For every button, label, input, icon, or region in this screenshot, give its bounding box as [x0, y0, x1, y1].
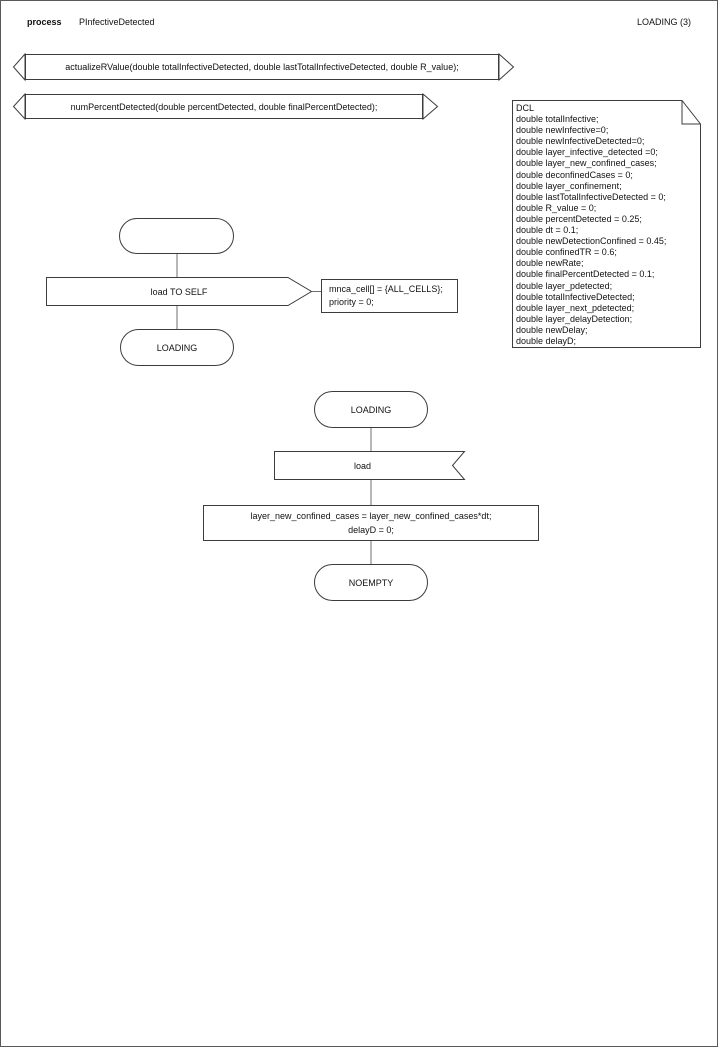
process-name: PInfectiveDetected [79, 17, 155, 27]
page-name-label: LOADING (3) [636, 17, 691, 27]
procedure-label: numPercentDetected(double percentDetecte… [70, 101, 378, 112]
task-text: layer_new_confined_cases = layer_new_con… [250, 511, 492, 535]
folded-corner [681, 100, 701, 125]
state-symbol-loading-2[interactable]: LOADING [314, 391, 428, 428]
procedure-label: actualizeRValue(double totalInfectiveDet… [65, 62, 459, 72]
start-symbol[interactable] [119, 218, 234, 254]
state-shape [314, 564, 428, 601]
input-symbol-load[interactable]: load [274, 451, 466, 480]
comment-text: mnca_cell[] = {ALL_CELLS}; priority = 0; [329, 284, 443, 307]
comment-box[interactable]: mnca_cell[] = {ALL_CELLS}; priority = 0; [321, 279, 458, 313]
state-label: LOADING [156, 342, 198, 353]
procedure-shape [12, 52, 515, 82]
output-label: load TO SELF [150, 286, 208, 297]
dcl-declarations-text: DCL double totalInfective; double newInf… [516, 103, 667, 346]
text-symbol-shape [512, 100, 701, 348]
start-shape [119, 218, 234, 254]
procedure-shape [12, 92, 439, 121]
state-symbol-loading[interactable]: LOADING [120, 329, 234, 366]
dcl-text-symbol[interactable]: DCL double totalInfective; double newInf… [512, 100, 701, 348]
state-symbol-noempty[interactable]: NOEMPTY [314, 564, 428, 601]
output-symbol-load-to-self[interactable]: load TO SELF [46, 277, 313, 306]
task-symbol[interactable]: layer_new_confined_cases = layer_new_con… [203, 505, 539, 541]
input-label: load [353, 460, 371, 471]
state-shape [120, 329, 234, 366]
procedure-declaration-numPercentDetected[interactable]: numPercentDetected(double percentDetecte… [12, 92, 439, 121]
process-kind-label: process [27, 17, 62, 27]
procedure-declaration-actualizeRValue[interactable]: actualizeRValue(double totalInfectiveDet… [12, 52, 515, 82]
state-label: NOEMPTY [348, 577, 394, 588]
output-shape [46, 277, 313, 306]
input-shape [274, 451, 466, 480]
state-shape [314, 391, 428, 428]
state-label: LOADING [350, 404, 392, 415]
